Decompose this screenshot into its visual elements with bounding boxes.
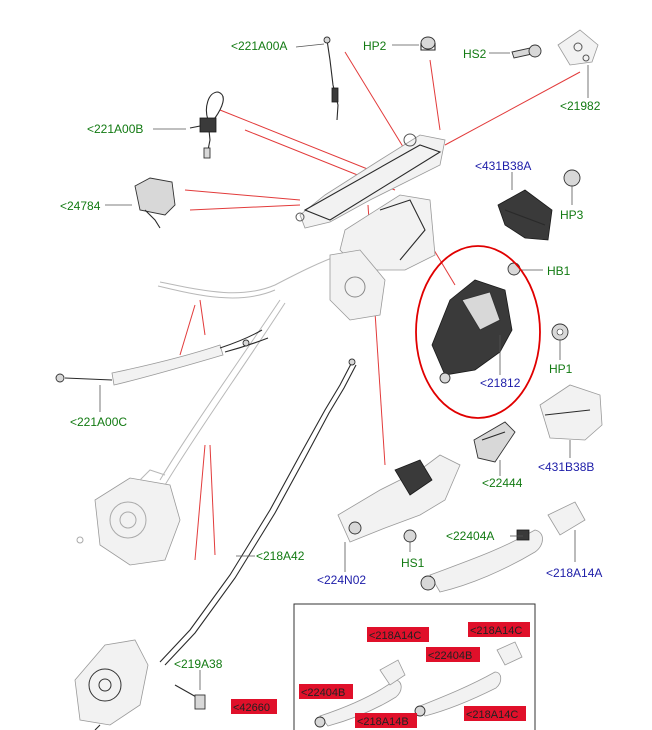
label-219A38: <219A38 <box>174 657 223 671</box>
highlighted-labels: <218A14C <218A14C <22404B <22404B <42660… <box>231 622 530 728</box>
part-24784-module <box>105 177 176 229</box>
part-22404A-handle <box>420 529 543 593</box>
part-221A00B-cable <box>153 91 224 159</box>
part-HB1-bolt <box>507 262 543 276</box>
part-218A42-cable <box>159 358 357 666</box>
label-HB1: HB1 <box>547 264 571 278</box>
label-24784: <24784 <box>60 199 101 213</box>
label-431B38B: <431B38B <box>538 460 594 474</box>
part-221A00C-cable <box>55 329 269 412</box>
inset-box <box>293 603 536 730</box>
label-HS1: HS1 <box>401 556 425 570</box>
part-HS2-screw <box>489 44 542 59</box>
part-431B38A-shield <box>497 172 553 241</box>
label-HP2: HP2 <box>363 39 387 53</box>
part-21982-striker <box>557 29 599 98</box>
label-HP3: HP3 <box>560 208 584 222</box>
part-HP1-washer <box>551 323 569 360</box>
label-21812: <21812 <box>480 376 521 390</box>
part-22444-gasket <box>473 421 516 476</box>
part-221A00A-rod <box>295 36 339 121</box>
label-224N02: <224N02 <box>317 573 366 587</box>
label-218A14A: <218A14A <box>546 566 602 580</box>
label-221A00C: <221A00C <box>70 415 127 429</box>
center-handle-assembly <box>295 133 446 321</box>
label-431B38A: <431B38A <box>475 159 531 173</box>
part-218A14A-cap <box>547 501 586 562</box>
part-HP2-plug <box>392 36 436 51</box>
label-HP1: HP1 <box>549 362 573 376</box>
label-22444: <22444 <box>482 476 523 490</box>
rear-latch-faded <box>76 469 181 566</box>
lower-latch <box>74 639 149 730</box>
highlight-218A14C-a: <218A14C <box>369 630 421 642</box>
highlight-218A14B: <218A14B <box>357 716 409 728</box>
label-221A00B: <221A00B <box>87 122 143 136</box>
highlight-218A14C-c: <218A14C <box>466 709 518 721</box>
label-21982: <21982 <box>560 99 601 113</box>
part-224N02-bracket <box>337 454 461 572</box>
label-22404A: <22404A <box>446 529 494 543</box>
part-431B38B-bracket <box>539 384 603 458</box>
part-labels: <221A00A HP2 HS2 <21982 <221A00B <431B38… <box>60 39 602 671</box>
part-21812-latch <box>431 279 513 384</box>
highlight-42660: <42660 <box>233 702 270 714</box>
part-HP3-plug <box>563 169 581 205</box>
highlight-22404B-b: <22404B <box>301 687 345 699</box>
highlight-218A14C-b: <218A14C <box>470 625 522 637</box>
label-221A00A: <221A00A <box>231 39 287 53</box>
label-HS2: HS2 <box>463 47 487 61</box>
rear-cable-lite <box>157 254 341 486</box>
highlight-22404B-a: <22404B <box>428 650 472 662</box>
part-HS1-screw <box>403 529 417 552</box>
part-219A38-rod <box>174 670 206 710</box>
label-218A42: <218A42 <box>256 549 305 563</box>
annotation-circle <box>415 245 541 419</box>
